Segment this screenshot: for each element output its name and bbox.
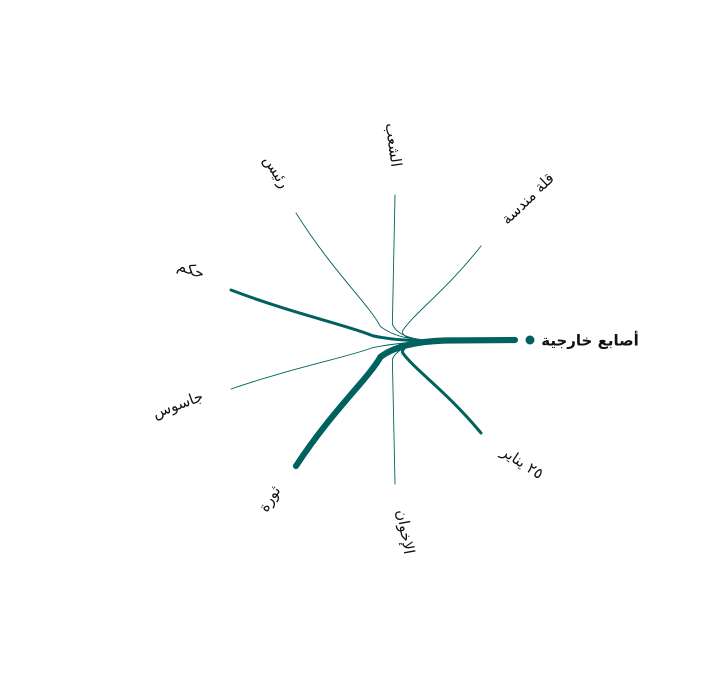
hub-node[interactable] (525, 335, 535, 345)
edge-branch (391, 340, 446, 485)
branch-label: ٢٥ يناير (497, 442, 547, 483)
branch-label: جاسوس (150, 387, 205, 422)
edge-branch (229, 288, 447, 343)
branch-label: حكم (175, 256, 207, 282)
branch-label: قلة مندسة (498, 169, 558, 228)
edge-branch (401, 339, 483, 435)
edge-trunk (441, 336, 519, 344)
edge-branch (292, 337, 449, 470)
edges-group (229, 194, 519, 485)
branch-label: رئيس (259, 152, 293, 191)
branch-label: الشعب (382, 122, 406, 168)
branch-label: ثورة (255, 483, 285, 515)
branch-label: الإخوان (393, 508, 419, 555)
hub-label: أصابع خارجية (541, 331, 638, 350)
edge-branch (295, 212, 446, 342)
edge-branch (391, 194, 446, 342)
edge-branch (402, 245, 482, 342)
